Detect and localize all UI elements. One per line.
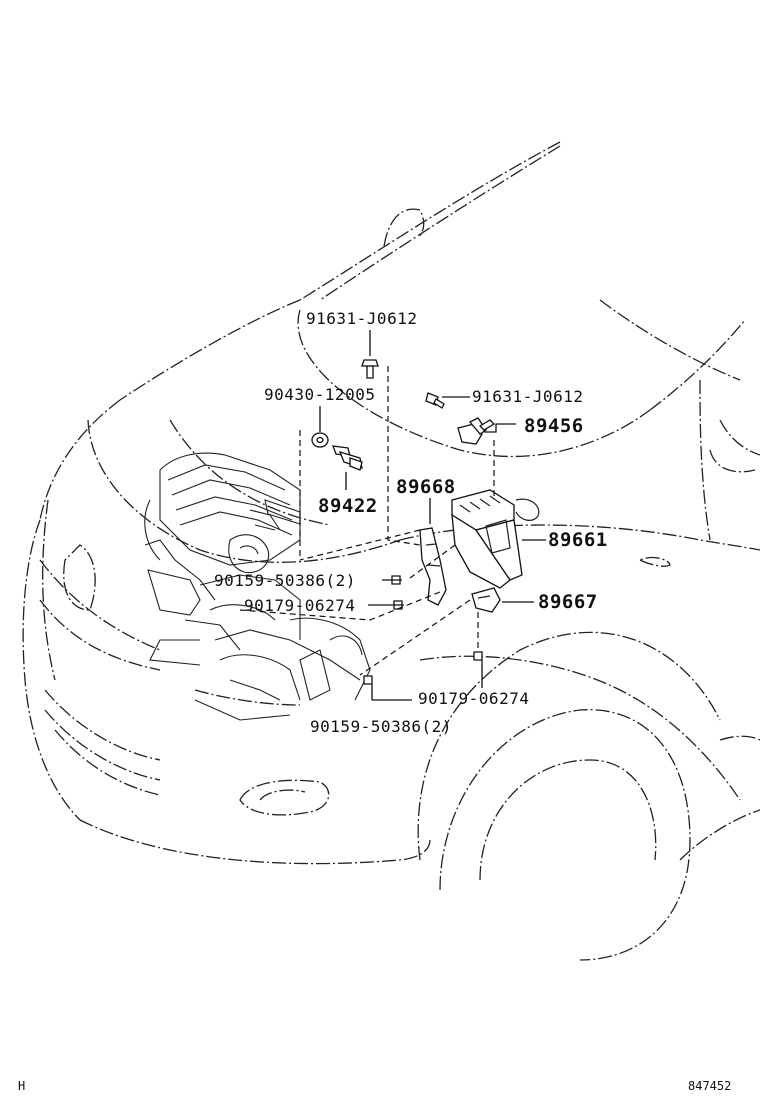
label-90159-b: 90159-50386(2) (310, 717, 452, 736)
bolt-91631-mid (425, 392, 445, 409)
label-89456: 89456 (524, 415, 584, 437)
label-89422: 89422 (318, 495, 378, 517)
label-90430: 90430-12005 (264, 385, 375, 404)
sensor-89422 (332, 445, 363, 471)
engine-assembly (144, 452, 371, 721)
label-89661: 89661 (548, 529, 608, 551)
label-90159-a: 90159-50386(2) (214, 571, 356, 590)
label-89668: 89668 (396, 476, 456, 498)
sensor-89456 (457, 417, 496, 445)
label-91631-mid: 91631-J0612 (472, 387, 583, 406)
bolt-91631-top (361, 359, 379, 379)
label-90179-b: 90179-06274 (418, 689, 529, 708)
leader-lines (239, 330, 546, 701)
label-90179-a: 90179-06274 (244, 596, 355, 615)
fasteners (363, 575, 483, 685)
bracket-89667 (471, 587, 501, 613)
label-89667: 89667 (538, 591, 598, 613)
label-91631-top: 91631-J0612 (306, 309, 417, 328)
bracket-89668 (419, 527, 447, 606)
gasket-90430 (311, 432, 329, 448)
ecu-89661 (451, 489, 540, 589)
diagram-number: 847452 (688, 1079, 731, 1093)
footer-left-mark: H (18, 1079, 25, 1093)
car-body-outline (22, 141, 760, 961)
